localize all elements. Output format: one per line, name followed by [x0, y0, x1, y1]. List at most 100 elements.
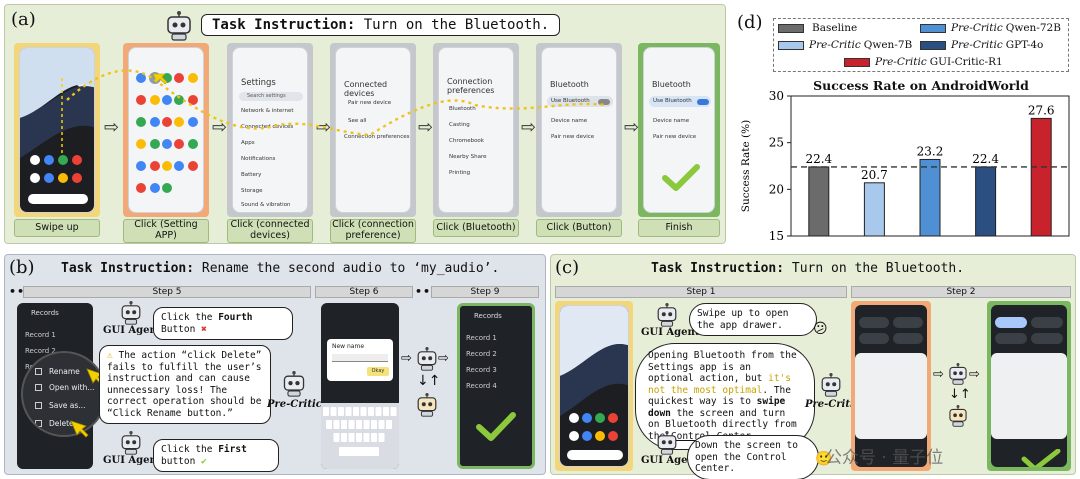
cross-icon: ✖	[201, 323, 207, 335]
arrow-right-icon: ⇨	[401, 351, 412, 366]
arrow-right-icon: ⇨	[438, 351, 449, 366]
phone-settings: Settings Search settings Network & inter…	[232, 47, 308, 213]
step-label-2: Click (Setting APP)	[123, 219, 209, 243]
step-label-4: Click (connection preference)	[330, 219, 416, 243]
robot-icon	[949, 405, 967, 427]
bar-4	[1030, 117, 1052, 237]
menu-item-delete[interactable]: Delete	[49, 419, 74, 428]
agent-message-2: Click the First button ✔	[153, 439, 279, 473]
bar-0	[808, 166, 830, 237]
step-bar-9: Step 9	[431, 286, 539, 298]
critic-message: ⚠ The action “click Delete” fails to ful…	[99, 345, 271, 425]
gui-agent-label: GUI Agent	[103, 325, 162, 336]
phone-records-renamed: Records Record 1 Record 2 Record 3 Recor…	[457, 303, 535, 469]
gui-agent-label: GUI Agent	[641, 455, 700, 466]
panel-c-letter: (c)	[555, 257, 580, 278]
robot-icon	[821, 373, 841, 397]
y-tick-label: 30	[769, 89, 784, 103]
step-label-3: Click (connected devices)	[227, 219, 313, 243]
phone-connected-devices: Connected devices Pair new device See al…	[335, 47, 411, 213]
okay-button[interactable]: Okay	[367, 367, 389, 376]
menu-item-open-with[interactable]: Open with...	[49, 383, 95, 392]
phone-control-center-1	[855, 305, 927, 467]
check-icon: ✔	[201, 455, 207, 467]
arrow-right-icon: ⇨	[104, 117, 120, 138]
warning-icon: ⚠	[107, 350, 113, 361]
agent-message-1-c: Swipe up to open the app drawer.	[689, 303, 817, 337]
arrow-right-icon: ⇨	[521, 117, 537, 138]
bar-1	[863, 182, 885, 237]
arrow-right-icon: ⇨	[969, 367, 980, 382]
panel-a: (a) Task Instruction: Turn on the Blueto…	[4, 4, 726, 244]
trajectory-path	[66, 69, 606, 137]
step-bar-5: Step 5	[23, 286, 311, 298]
robot-icon	[417, 393, 437, 417]
bar-3	[975, 166, 997, 237]
robot-icon	[657, 431, 677, 455]
robot-icon	[949, 363, 967, 385]
robot-icon	[121, 431, 141, 455]
bar-2	[919, 158, 941, 237]
task-instruction-b: Task Instruction: Rename the second audi…	[61, 261, 500, 276]
phone-bluetooth-on: Bluetooth Use Bluetooth Device name Pair…	[643, 47, 715, 213]
legend-item-baseline: Baseline	[778, 22, 857, 34]
arrow-up-down-icon: ↓↑	[417, 373, 441, 389]
checkmark-icon	[476, 412, 516, 441]
checkmark-icon	[662, 164, 700, 191]
chart-title: Success Rate on AndroidWorld	[813, 78, 1029, 93]
arrow-up-down-icon: ↓↑	[949, 387, 971, 402]
watermark: 公众号 · 量子位	[825, 448, 944, 468]
panel-a-letter: (a)	[11, 9, 36, 30]
panel-b-letter: (b)	[9, 257, 35, 278]
panel-c: (c) Task Instruction: Turn on the Blueto…	[550, 254, 1076, 479]
y-axis-label: Success Rate (%)	[740, 120, 752, 212]
phone-control-center-2	[991, 305, 1067, 467]
step-bar-6: Step 6	[315, 286, 413, 298]
bar-value-label: 20.7	[861, 168, 888, 182]
step-label-5: Click (Bluetooth)	[433, 219, 519, 237]
agent-message-2-c: Down the screen to open the Control Cent…	[687, 435, 819, 479]
robot-icon	[121, 301, 141, 325]
task-instruction-c: Task Instruction: Turn on the Bluetooth.	[651, 261, 965, 276]
pointer-hand-icon	[70, 420, 89, 438]
critic-message-c: Opening Bluetooth from the Settings app …	[635, 343, 815, 450]
pre-critic-label: Pre-Critic	[805, 399, 860, 410]
bar-value-label: 22.4	[805, 152, 832, 166]
checkmark-icon	[1021, 449, 1061, 467]
confused-face-icon: 😕	[813, 321, 828, 337]
y-tick-label: 20	[769, 182, 784, 196]
step-label-6: Click (Button)	[536, 219, 622, 237]
phone-bluetooth-off: Bluetooth Use Bluetooth Device name Pair…	[541, 47, 617, 213]
step-label-7: Finish	[638, 219, 720, 237]
robot-icon	[657, 303, 677, 327]
context-menu-zoom: Rename Open with... Save as... Delete	[21, 351, 107, 437]
panel-b: (b) Task Instruction: Rename the second …	[4, 254, 546, 475]
task-instruction-a: Task Instruction: Turn on the Bluetooth.	[201, 14, 561, 36]
menu-item-rename[interactable]: Rename	[49, 367, 80, 376]
pre-critic-label: Pre-Critic	[267, 399, 322, 410]
gui-agent-label: GUI Agent	[103, 455, 162, 466]
bar-value-label: 23.2	[917, 144, 944, 158]
phone-rename-dialog: New name Okay	[321, 303, 399, 469]
step-bar-2: Step 2	[851, 286, 1071, 298]
robot-icon	[417, 347, 437, 371]
y-tick-label: 25	[769, 136, 784, 150]
phone-home-screen	[19, 47, 95, 213]
agent-message-1: Click the Fourth Button ✖	[153, 307, 293, 341]
step-bar-1: Step 1	[555, 286, 847, 298]
smile-face-icon: 🙂	[815, 451, 833, 467]
arrow-right-icon: ⇨	[624, 117, 640, 138]
arrow-right-icon: ⇨	[418, 117, 434, 138]
panel-d-letter: (d)	[737, 12, 763, 33]
bar-value-label: 27.6	[1028, 103, 1055, 117]
phone-app-drawer	[128, 47, 204, 213]
bar-value-label: 22.4	[972, 152, 999, 166]
phone-connection-preferences: Connection preferences Bluetooth Casting…	[438, 47, 514, 213]
robot-icon	[283, 371, 305, 397]
menu-item-save-as[interactable]: Save as...	[49, 401, 86, 410]
